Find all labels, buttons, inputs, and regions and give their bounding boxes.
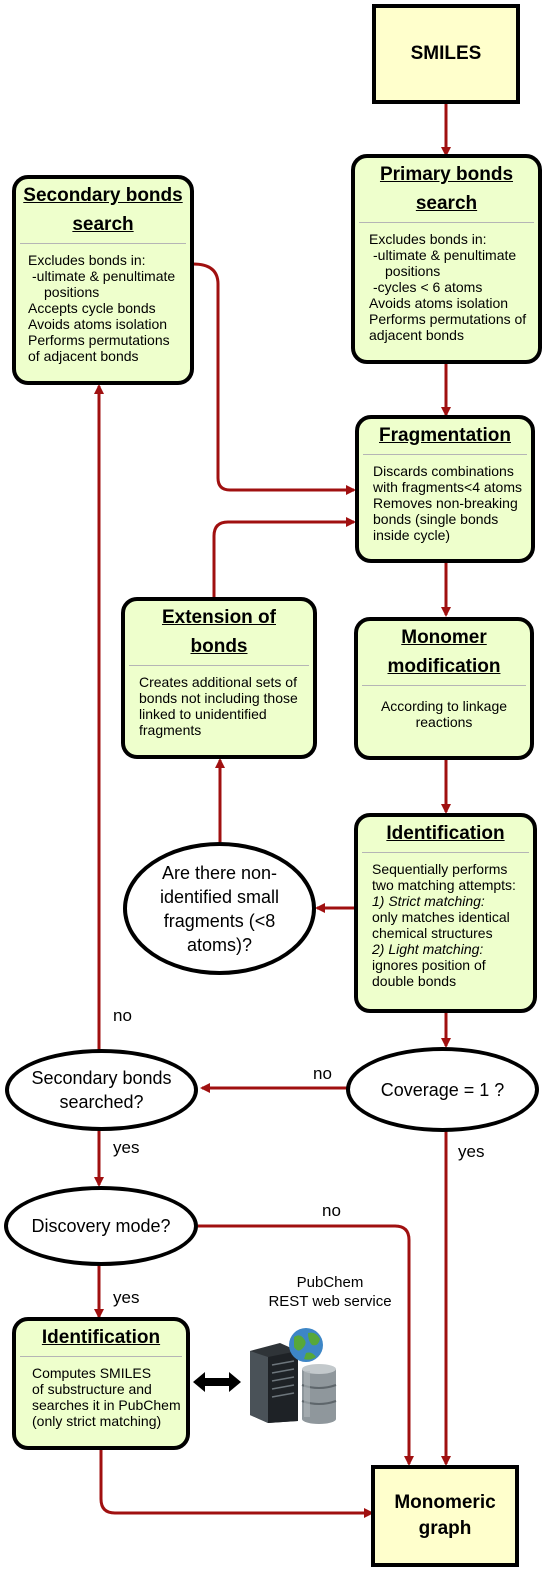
fragmentation-body: Discards combinations with fragments<4 a… [373, 463, 523, 543]
arrow-identification2-to-monomeric [99, 1450, 374, 1518]
fragmentation-node: Fragmentation Discards combinations with… [355, 415, 535, 563]
double-arrow-icon [193, 1372, 241, 1392]
no-label-coverage: no [313, 1064, 332, 1083]
extension-title: Extension of bonds [161, 607, 276, 657]
smiles-node: SMILES [372, 4, 520, 104]
monomer-body: According to linkage reactions [380, 698, 508, 730]
arrow-extension-to-fragmentation [212, 517, 356, 598]
arrow-discovery-to-monomeric [198, 1224, 414, 1466]
identification-title: Identification [386, 823, 505, 844]
yes-label-coverage: yes [458, 1142, 485, 1161]
extension-of-bonds-node: Extension of bonds Creates additional se… [121, 597, 317, 759]
primary-bonds-title: Primary bonds search [379, 164, 514, 214]
pubchem-label: PubChem REST web service [268, 1274, 392, 1310]
monomeric-graph-node: Monomeric graph [371, 1465, 519, 1567]
monomer-modification-node: Monomer modification According to linkag… [354, 617, 534, 760]
identification-pubchem-node: Identification Computes SMILES of substr… [12, 1317, 190, 1450]
identification2-body: Computes SMILES of substructure and sear… [32, 1365, 181, 1429]
discovery-mode-decision: Discovery mode? [4, 1186, 198, 1266]
identification2-title: Identification [41, 1327, 161, 1348]
secondary-searched-decision: Secondary bonds searched? [5, 1049, 198, 1131]
smiles-label: SMILES [410, 43, 482, 64]
secondary-bonds-title: Secondary bonds search [23, 185, 183, 235]
no-label-discovery: no [322, 1201, 341, 1220]
primary-bonds-body: Excludes bonds in: -ultimate & penultima… [369, 231, 527, 343]
server-database-icon [250, 1328, 337, 1424]
identification-node: Identification Sequentially performs two… [354, 813, 537, 1013]
nonidentified-fragments-decision: Are there non- identified small fragment… [123, 842, 316, 975]
fragmentation-title: Fragmentation [379, 425, 511, 446]
primary-bonds-search-node: Primary bonds search Excludes bonds in: … [351, 154, 542, 364]
yes-label-discovery: yes [113, 1288, 140, 1307]
secondary-bonds-search-node: Secondary bonds search Excludes bonds in… [12, 175, 194, 385]
secondary-bonds-body: Excludes bonds in: -ultimate & penultima… [28, 252, 176, 364]
monomer-title: Monomer modification [387, 627, 501, 677]
extension-body: Creates additional sets of bonds not inc… [139, 674, 298, 738]
globe-icon [289, 1328, 323, 1362]
coverage-decision: Coverage = 1 ? [346, 1047, 539, 1132]
arrow-secondary-to-fragmentation [192, 262, 356, 495]
identification-body: Sequentially performs two matching attem… [372, 861, 516, 989]
yes-label-secondary-searched: yes [113, 1138, 140, 1157]
no-label-secondary-loop: no [113, 1006, 132, 1025]
